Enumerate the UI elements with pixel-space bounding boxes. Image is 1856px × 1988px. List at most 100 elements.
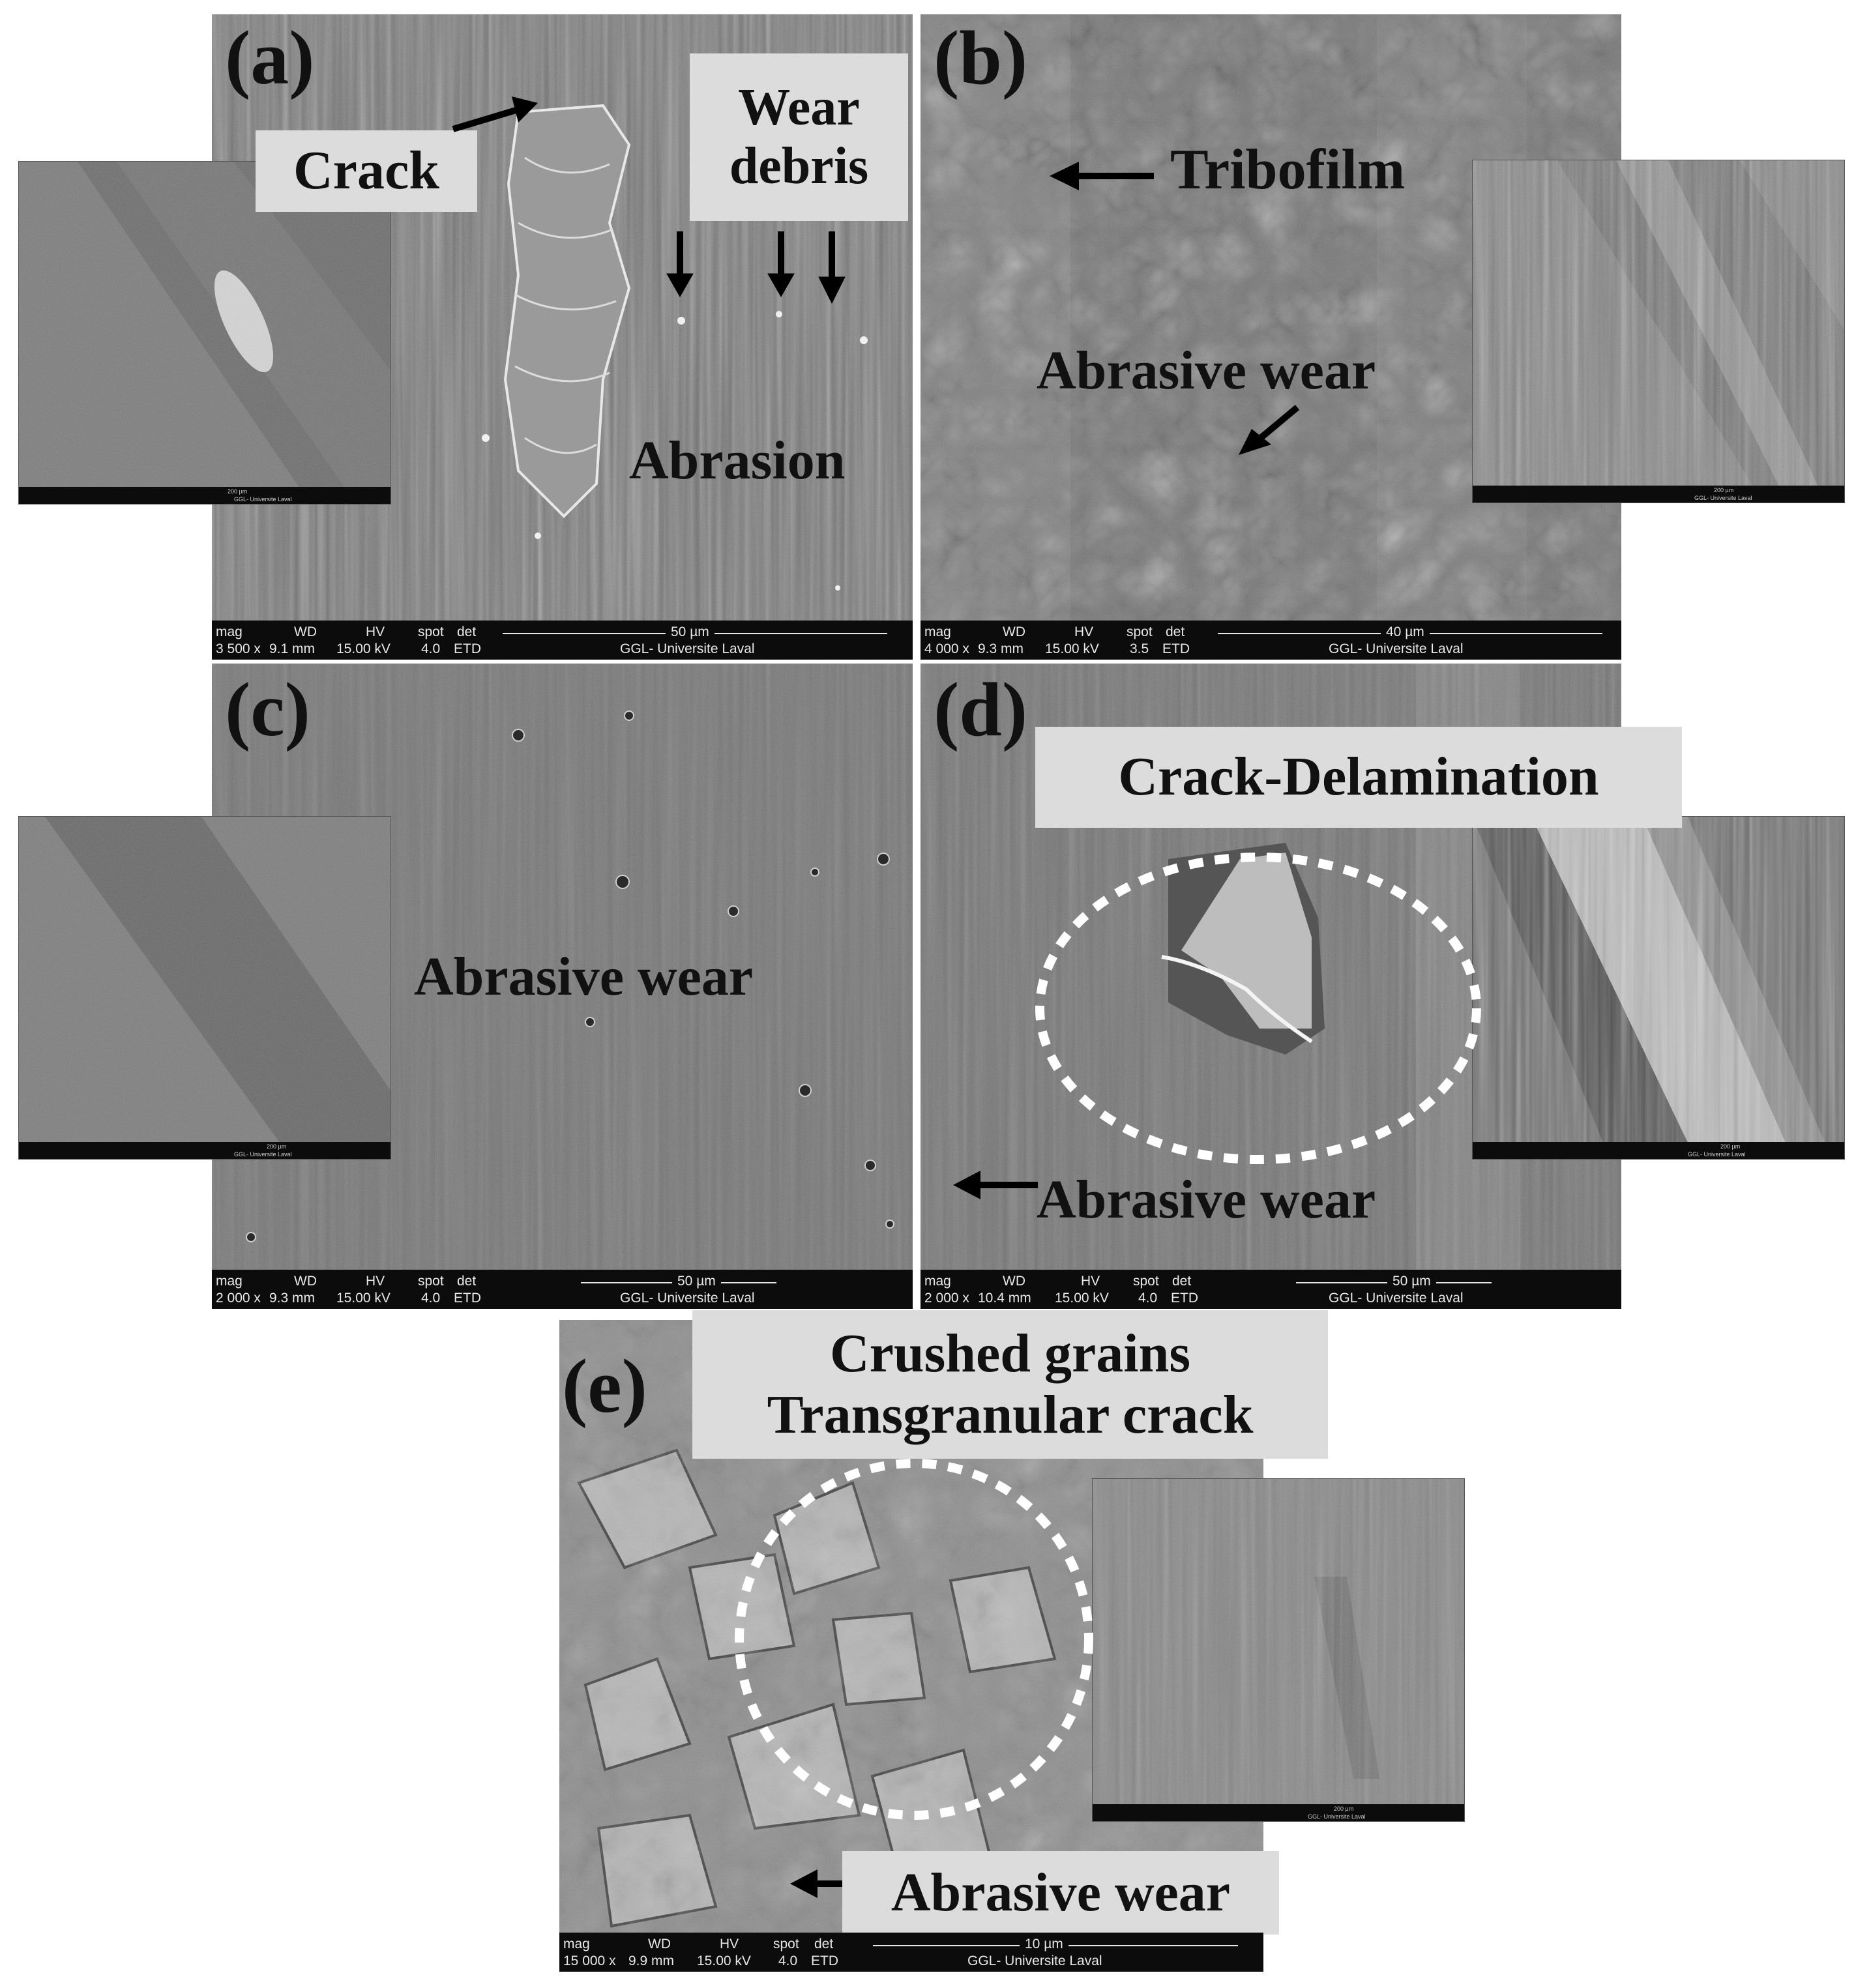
databar-mag-value: 4 000 x (924, 641, 969, 656)
databar-wd-header: WD (1003, 624, 1025, 639)
panel-e-inset-texture (1093, 1479, 1464, 1821)
panel-c-inset-texture (19, 817, 390, 1159)
scale-label: 50 µm (1387, 1274, 1436, 1289)
databar-spot-value: 4.0 (1138, 1291, 1158, 1306)
databar-det-header: det (1166, 624, 1185, 639)
inset-lab: GGL- Universite Laval (1308, 1813, 1366, 1820)
databar-mag-header: mag (924, 624, 951, 639)
databar-wd-header: WD (1003, 1274, 1025, 1289)
panel-e-label: (e) (562, 1343, 647, 1429)
databar-lab: GGL- Universite Laval (620, 641, 755, 656)
databar-hv-header: HV (720, 1937, 739, 1951)
databar-spot-header: spot (773, 1937, 799, 1951)
wear-debris-annotation: Wear debris (690, 53, 908, 221)
databar-hv-header: HV (366, 624, 385, 639)
panel-b-inset-texture (1473, 160, 1844, 503)
panel-a-label: (a) (225, 15, 315, 100)
databar-lab: GGL- Universite Laval (1329, 1291, 1464, 1306)
abrasive-wear-annotation: Abrasive wear (1037, 340, 1376, 401)
inset-a-databar: 200 µm GGL- Universite Laval (19, 487, 390, 504)
inset-scale-label: 200 µm (267, 1143, 287, 1150)
inset-c-databar: 200 µm GGL- Universite Laval (19, 1142, 390, 1159)
panel-b-inset: 200 µm GGL- Universite Laval (1472, 160, 1845, 503)
databar-det-header: det (457, 1274, 477, 1289)
databar-wd-value: 9.3 mm (269, 1291, 316, 1306)
databar-hv-header: HV (1081, 1274, 1100, 1289)
abrasive-wear-arrow-icon (953, 1171, 1038, 1199)
delamination-circle-icon (1035, 853, 1481, 1164)
databar-hv-value: 15.00 kV (697, 1953, 751, 1968)
crack-arrow-icon (452, 96, 538, 132)
databar-det-value: ETD (454, 1291, 481, 1306)
databar-det-value: ETD (811, 1953, 838, 1968)
databar-mag-value: 2 000 x (924, 1291, 969, 1306)
crushed-grains-annotation: Crushed grains Transgranular crack (692, 1310, 1328, 1459)
inset-scale-label: 200 µm (1334, 1805, 1354, 1812)
crack-annotation: Crack (256, 130, 477, 212)
databar-spot-value: 4.0 (421, 641, 441, 656)
databar-spot-value: 4.0 (421, 1291, 441, 1306)
panel-a-inset-texture (19, 162, 390, 504)
databar-det-value: ETD (454, 641, 481, 656)
panel-a-inset: 200 µm GGL- Universite Laval (18, 161, 391, 504)
databar-hv-header: HV (366, 1274, 385, 1289)
databar-spot-header: spot (1127, 624, 1153, 639)
databar-hv-value: 15.00 kV (336, 1291, 390, 1306)
panel-d-label: (d) (934, 667, 1028, 752)
panel-d-inset-texture (1473, 817, 1844, 1159)
abrasion-annotation: Abrasion (629, 430, 846, 491)
inset-lab: GGL- Universite Laval (234, 496, 292, 503)
databar-det-value: ETD (1162, 641, 1190, 656)
databar-wd-value: 9.1 mm (269, 641, 316, 656)
panel-b-databar: mag WD HV spot det 40 µm 4 000 x 9.3 mm … (921, 621, 1621, 660)
databar-det-header: det (1172, 1274, 1192, 1289)
scale-label: 50 µm (672, 1274, 721, 1289)
databar-spot-header: spot (418, 624, 444, 639)
panel-d-databar: mag WD HV spot det 50 µm 2 000 x 10.4 mm… (921, 1270, 1621, 1309)
databar-wd-value: 9.9 mm (628, 1953, 675, 1968)
databar-spot-header: spot (418, 1274, 444, 1289)
panel-e-databar: mag WD HV spot det 10 µm 15 000 x 9.9 mm… (559, 1933, 1263, 1972)
databar-lab: GGL- Universite Laval (1329, 641, 1464, 656)
databar-spot-value: 3.5 (1130, 641, 1149, 656)
scale-label: 10 µm (1020, 1937, 1068, 1952)
crushed-grains-circle-icon (735, 1459, 1093, 1820)
scale-label: 40 µm (1381, 624, 1430, 640)
databar-wd-header: WD (294, 624, 317, 639)
panel-c-label: (c) (225, 667, 310, 752)
panel-e-inset: 200 µm GGL- Universite Laval (1092, 1478, 1465, 1822)
databar-mag-header: mag (216, 624, 243, 639)
databar-mag-value: 3 500 x (216, 641, 261, 656)
inset-d-databar: 200 µm GGL- Universite Laval (1473, 1142, 1844, 1159)
databar-wd-value: 9.3 mm (978, 641, 1024, 656)
inset-scale-label: 200 µm (1714, 487, 1734, 493)
panel-b-texture (921, 14, 1621, 660)
crack-delamination-annotation: Crack-Delamination (1035, 727, 1682, 828)
databar-hv-value: 15.00 kV (1055, 1291, 1109, 1306)
databar-mag-value: 15 000 x (563, 1953, 616, 1968)
databar-mag-header: mag (924, 1274, 951, 1289)
databar-spot-header: spot (1133, 1274, 1159, 1289)
abrasive-wear-annotation: Abrasive wear (414, 946, 754, 1007)
panel-d-inset: 200 µm GGL- Universite Laval (1472, 816, 1845, 1160)
inset-scale-label: 200 µm (228, 488, 248, 495)
abrasive-wear-annotation: Abrasive wear (1037, 1169, 1376, 1230)
wear-debris-arrows-icon (666, 231, 846, 304)
abrasive-wear-arrow-icon (1239, 405, 1300, 455)
databar-hv-header: HV (1074, 624, 1094, 639)
databar-det-value: ETD (1171, 1291, 1198, 1306)
panel-b-label: (b) (934, 15, 1028, 100)
abrasive-wear-annotation: Abrasive wear (842, 1851, 1279, 1935)
inset-lab: GGL- Universite Laval (1694, 495, 1752, 501)
inset-lab: GGL- Universite Laval (234, 1151, 292, 1158)
scale-label: 50 µm (666, 624, 714, 640)
databar-mag-value: 2 000 x (216, 1291, 261, 1306)
panel-b-micrograph: mag WD HV spot det 40 µm 4 000 x 9.3 mm … (921, 14, 1621, 660)
databar-hv-value: 15.00 kV (336, 641, 390, 656)
databar-hv-value: 15.00 kV (1045, 641, 1099, 656)
panel-c-inset: 200 µm GGL- Universite Laval (18, 816, 391, 1160)
tribofilm-annotation: Tribofilm (1170, 138, 1406, 201)
tribofilm-arrow-icon (1050, 162, 1154, 190)
databar-mag-header: mag (563, 1937, 590, 1951)
databar-wd-header: WD (294, 1274, 317, 1289)
